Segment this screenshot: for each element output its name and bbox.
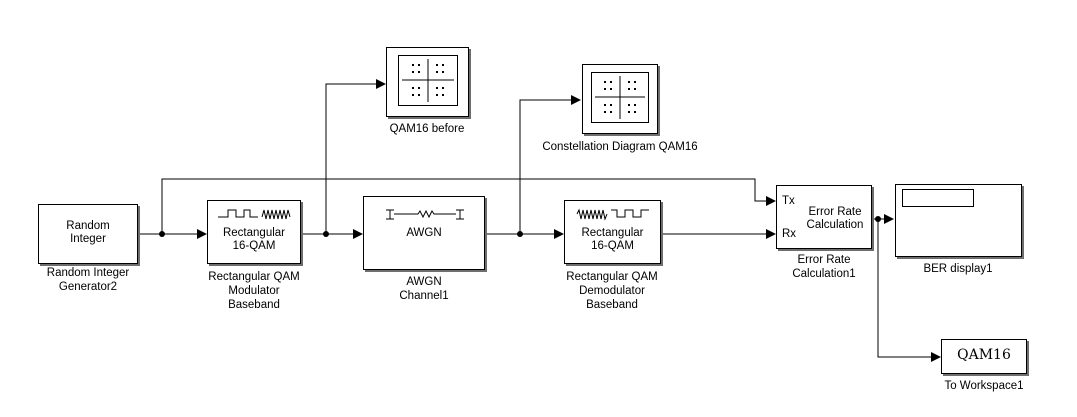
rx-port-label: Rx [782,228,797,240]
caption-line: Baseband [228,299,280,311]
to-workspace-block[interactable]: QAM16 [941,339,1027,374]
scope-before-block[interactable] [386,47,469,117]
caption-line: AWGN [406,276,442,288]
constellation-icon [398,55,458,106]
block-text: Calculation [806,219,864,231]
caption-line: Channel1 [399,290,449,302]
line-branch-to-scope-before [325,79,386,234]
caption-line: Error Rate [797,254,851,266]
display-readout [902,189,974,207]
caption-line: Demodulator [579,285,645,297]
junction-dot [517,231,523,237]
caption-line: Rectangular QAM [566,271,658,283]
scope-before-caption: QAM16 before [389,123,465,135]
caption-line: Modulator [228,285,280,297]
to-workspace-caption: To Workspace1 [944,380,1024,392]
scope-after-caption: Constellation Diagram QAM16 [542,141,698,153]
caption-line: Calculation1 [792,268,856,280]
junction-dot [159,231,165,237]
constellation-icon [591,72,649,123]
block-text: 16-QAM [591,240,634,252]
block-text: Random [66,220,110,232]
ber-display-caption: BER display1 [923,263,993,275]
junction-dot [875,216,881,222]
caption-line: Baseband [586,299,638,311]
ber-display-block[interactable] [895,184,1022,257]
qam-demodulator-caption: Rectangular QAM Demodulator Baseband [552,270,672,312]
error-rate-block[interactable]: Tx Rx Error Rate Calculation [776,185,872,249]
caption-line: Generator2 [58,281,118,293]
block-text: AWGN [406,227,442,239]
block-text: Rectangular [581,227,644,239]
caption-line: Rectangular QAM [208,271,300,283]
block-text: Rectangular [222,227,285,239]
random-integer-block[interactable]: Random Integer [38,204,138,264]
random-integer-caption: Random Integer Generator2 [28,266,148,294]
qam-demodulator-block[interactable]: Rectangular 16-QAM [564,200,661,264]
line-branch-to-scope-after [519,95,581,234]
tx-port-label: Tx [782,195,795,207]
qam-modulator-caption: Rectangular QAM Modulator Baseband [194,270,314,312]
waveform-icon [218,209,291,220]
qam-modulator-block[interactable]: Rectangular 16-QAM [207,200,301,264]
scope-after-block[interactable] [582,64,658,134]
line-branch-to-tx [161,178,776,234]
awgn-channel-block[interactable]: AWGN [363,196,485,270]
channel-icon [386,209,464,220]
block-text: QAM16 [957,347,1011,363]
junction-dot [323,231,329,237]
error-rate-caption: Error Rate Calculation1 [764,253,884,281]
caption-line: Random Integer [46,267,130,279]
block-text: Error Rate [808,206,862,218]
waveform-icon [576,208,649,221]
block-text: 16-QAM [232,240,276,252]
awgn-caption: AWGN Channel1 [364,275,484,303]
block-text: Integer [70,233,106,245]
line-branch-to-workspace [877,219,941,362]
